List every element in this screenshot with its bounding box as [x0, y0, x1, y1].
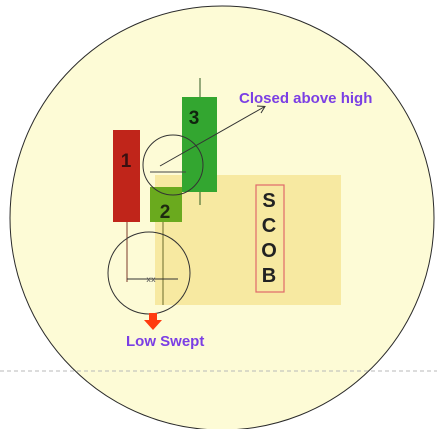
candle-3: 3	[182, 78, 217, 205]
scob-zone	[155, 175, 341, 305]
scob-letter-b: B	[262, 265, 276, 287]
candle-2: 2	[150, 187, 182, 305]
high-highlight-circle	[142, 134, 204, 196]
candle-1-label: 1	[121, 151, 132, 172]
scob-letter-c: C	[262, 215, 276, 237]
candle-3-label: 3	[189, 108, 200, 129]
scob-label-box	[255, 184, 285, 293]
scob-letter-o: O	[261, 240, 277, 262]
scob-label: S C O B	[261, 190, 277, 287]
closed-above-high-label: Closed above high	[239, 90, 372, 107]
candle-1: 1	[113, 130, 140, 282]
red-down-arrow-icon	[144, 313, 162, 330]
closed-above-arrow-line	[159, 106, 265, 167]
low-swept-label: Low Swept	[126, 333, 204, 350]
scob-letter-s: S	[262, 190, 275, 212]
candle-2-label: 2	[160, 202, 171, 223]
closed-above-arrow-head	[256, 105, 266, 114]
sweep-marker: xx	[146, 275, 156, 284]
